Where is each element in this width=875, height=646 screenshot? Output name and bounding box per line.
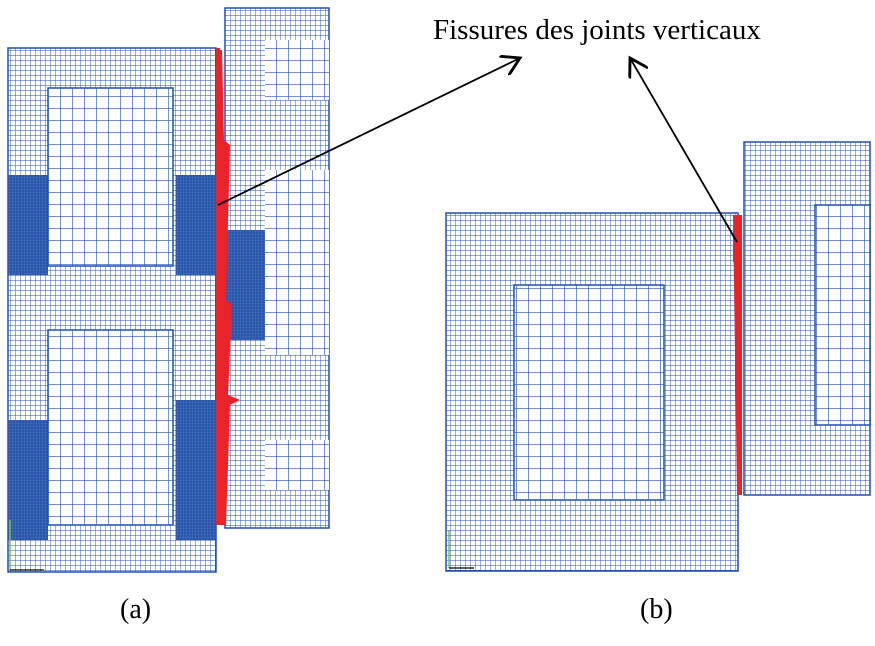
wall-a-right	[224, 7, 330, 529]
axis-triad-b	[448, 530, 474, 569]
wall-b-left	[445, 212, 739, 572]
crack-joint-a	[216, 48, 240, 525]
wall-b-right	[743, 141, 871, 496]
panel-a	[7, 7, 330, 573]
crack-joint-b	[733, 215, 742, 495]
panel-a-caption: (a)	[120, 594, 152, 625]
annotation-arrows	[217, 58, 738, 243]
panel-b	[445, 141, 871, 572]
wall-a-left	[7, 47, 217, 573]
arrow-to-crack-b	[630, 58, 738, 243]
panel-b-caption: (b)	[640, 594, 673, 625]
axis-triad-a	[9, 520, 44, 571]
arrow-to-crack-a	[217, 58, 520, 206]
annotation-label: Fissures des joints verticaux	[433, 14, 761, 46]
